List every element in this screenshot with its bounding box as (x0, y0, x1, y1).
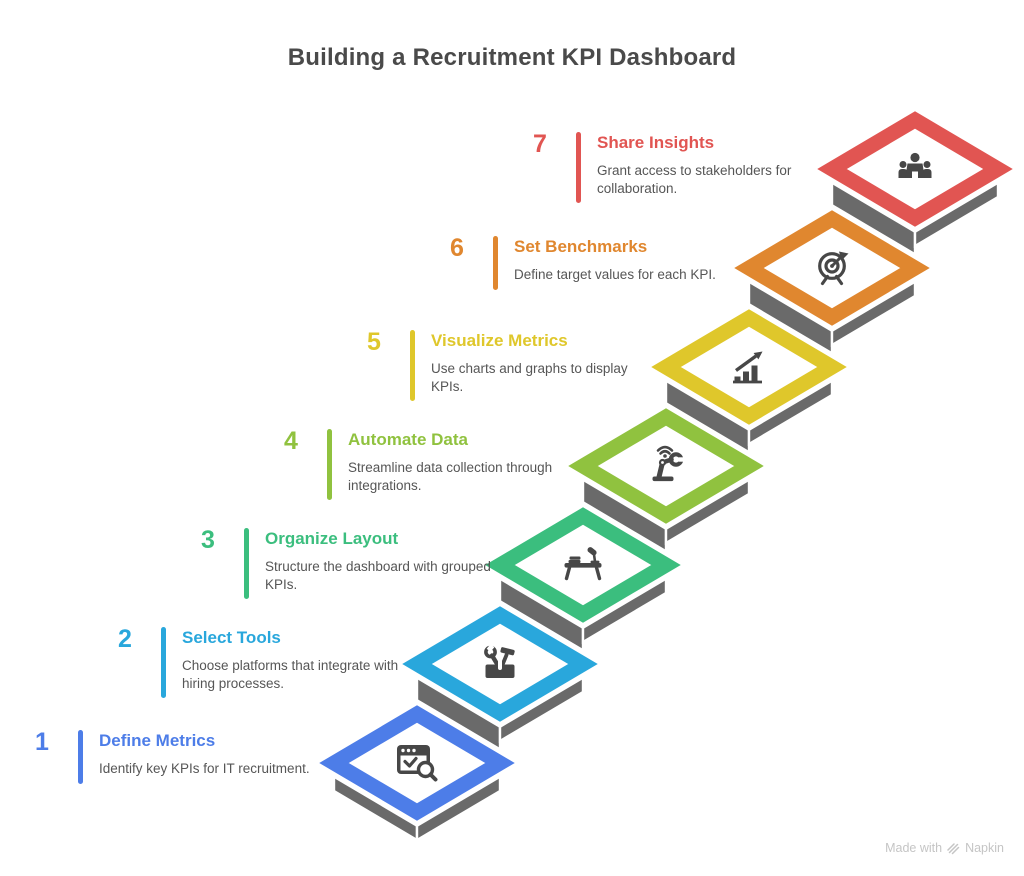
robot-arm-icon (652, 445, 685, 482)
step-6-label-block: 6 Set Benchmarks Define target values fo… (443, 236, 716, 290)
desk-lamp-icon (564, 547, 602, 581)
step-title: Define Metrics (99, 731, 216, 750)
step-title: Automate Data (348, 430, 468, 449)
step-3-label-block: 3 Organize Layout Structure the dashboar… (194, 528, 497, 599)
watermark-prefix: Made with (885, 841, 943, 855)
step-number: 5 (367, 328, 381, 356)
step-accent-bar (576, 132, 581, 203)
step-description: Structure the dashboard with grouped KPI… (265, 559, 491, 593)
napkin-logo-icon (947, 842, 960, 854)
tools-icon (484, 644, 515, 678)
step-accent-bar (161, 627, 166, 698)
step-title: Share Insights (597, 133, 715, 152)
step-description: Choose platforms that integrate with hir… (182, 658, 399, 692)
step-description: Identify key KPIs for IT recruitment. (99, 761, 310, 777)
step-description: Grant access to stakeholders for collabo… (597, 163, 792, 197)
step-accent-bar (244, 528, 249, 599)
step-1-label-block: 1 Define Metrics Identify key KPIs for I… (28, 730, 310, 784)
step-description: Define target values for each KPI. (514, 267, 716, 283)
step-2-label-block: 2 Select Tools Choose platforms that int… (111, 627, 414, 698)
step-title: Visualize Metrics (431, 331, 568, 350)
step-title: Select Tools (182, 628, 281, 647)
step-7-label-block: 7 Share Insights Grant access to stakeho… (526, 132, 829, 203)
step-4-label-block: 4 Automate Data Streamline data collecti… (277, 429, 580, 500)
step-5-diamond (640, 302, 858, 432)
step-title: Organize Layout (265, 529, 399, 548)
step-2-diamond (391, 599, 609, 729)
step-number: 7 (533, 130, 547, 158)
people-group-icon (898, 152, 932, 178)
bar-chart-growth-icon (733, 351, 763, 384)
step-number: 4 (284, 427, 298, 455)
step-6-diamond (723, 203, 941, 333)
page-title: Building a Recruitment KPI Dashboard (287, 44, 737, 71)
step-number: 2 (118, 625, 132, 653)
step-accent-bar (78, 730, 83, 784)
browser-check-search-icon (397, 745, 438, 782)
step-number: 3 (201, 526, 215, 554)
step-accent-bar (493, 236, 498, 290)
step-number: 1 (35, 728, 49, 756)
step-number: 6 (450, 234, 464, 262)
step-1-diamond (308, 698, 526, 828)
watermark-brand: Napkin (965, 841, 1004, 855)
step-description: Streamline data collection through integ… (348, 460, 553, 494)
napkin-watermark: Made with Napkin (885, 841, 1004, 855)
step-accent-bar (327, 429, 332, 500)
step-title: Set Benchmarks (514, 237, 648, 256)
target-arrow-icon (818, 251, 849, 286)
step-5-label-block: 5 Visualize Metrics Use charts and graph… (360, 330, 663, 401)
step-accent-bar (410, 330, 415, 401)
step-7-diamond (806, 104, 1024, 234)
step-description: Use charts and graphs to display KPIs. (431, 361, 628, 395)
step-3-diamond (474, 500, 692, 630)
step-4-diamond (557, 401, 775, 531)
